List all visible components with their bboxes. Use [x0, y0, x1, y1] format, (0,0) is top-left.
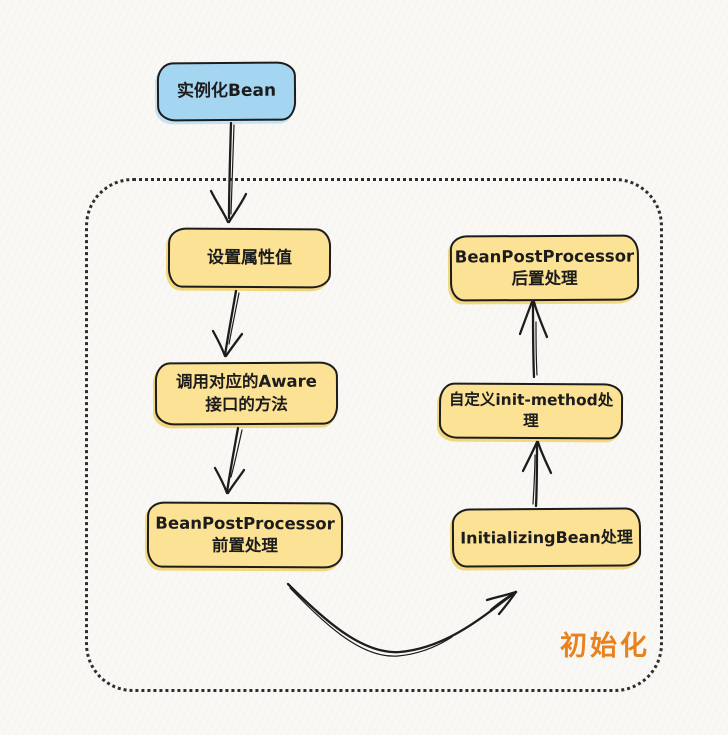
- initialization-group-label: 初始化: [560, 631, 650, 662]
- node-aware-interface-methods-label: 调用对应的Aware 接口的方法: [175, 371, 317, 414]
- node-set-property-values-label: 设置属性值: [206, 247, 293, 268]
- node-instantiate-bean: 实例化Bean: [156, 61, 297, 122]
- node-custom-init-method: 自定义init-method处理: [438, 382, 624, 440]
- node-initializingbean-label: InitializingBean处理: [460, 527, 633, 548]
- node-instantiate-bean-label: 实例化Bean: [176, 80, 277, 102]
- node-initializingbean: InitializingBean处理: [451, 507, 642, 568]
- node-aware-interface-methods: 调用对应的Aware 接口的方法: [154, 361, 339, 426]
- node-beanpostprocessor-before-label: BeanPostProcessor 前置处理: [155, 513, 335, 556]
- node-set-property-values: 设置属性值: [167, 227, 332, 289]
- node-custom-init-method-label: 自定义init-method处理: [448, 390, 614, 431]
- initialization-group-border: [85, 178, 663, 692]
- node-beanpostprocessor-before: BeanPostProcessor 前置处理: [146, 501, 344, 569]
- node-beanpostprocessor-after-label: BeanPostProcessor 后置处理: [454, 246, 635, 289]
- node-beanpostprocessor-after: BeanPostProcessor 后置处理: [449, 234, 640, 302]
